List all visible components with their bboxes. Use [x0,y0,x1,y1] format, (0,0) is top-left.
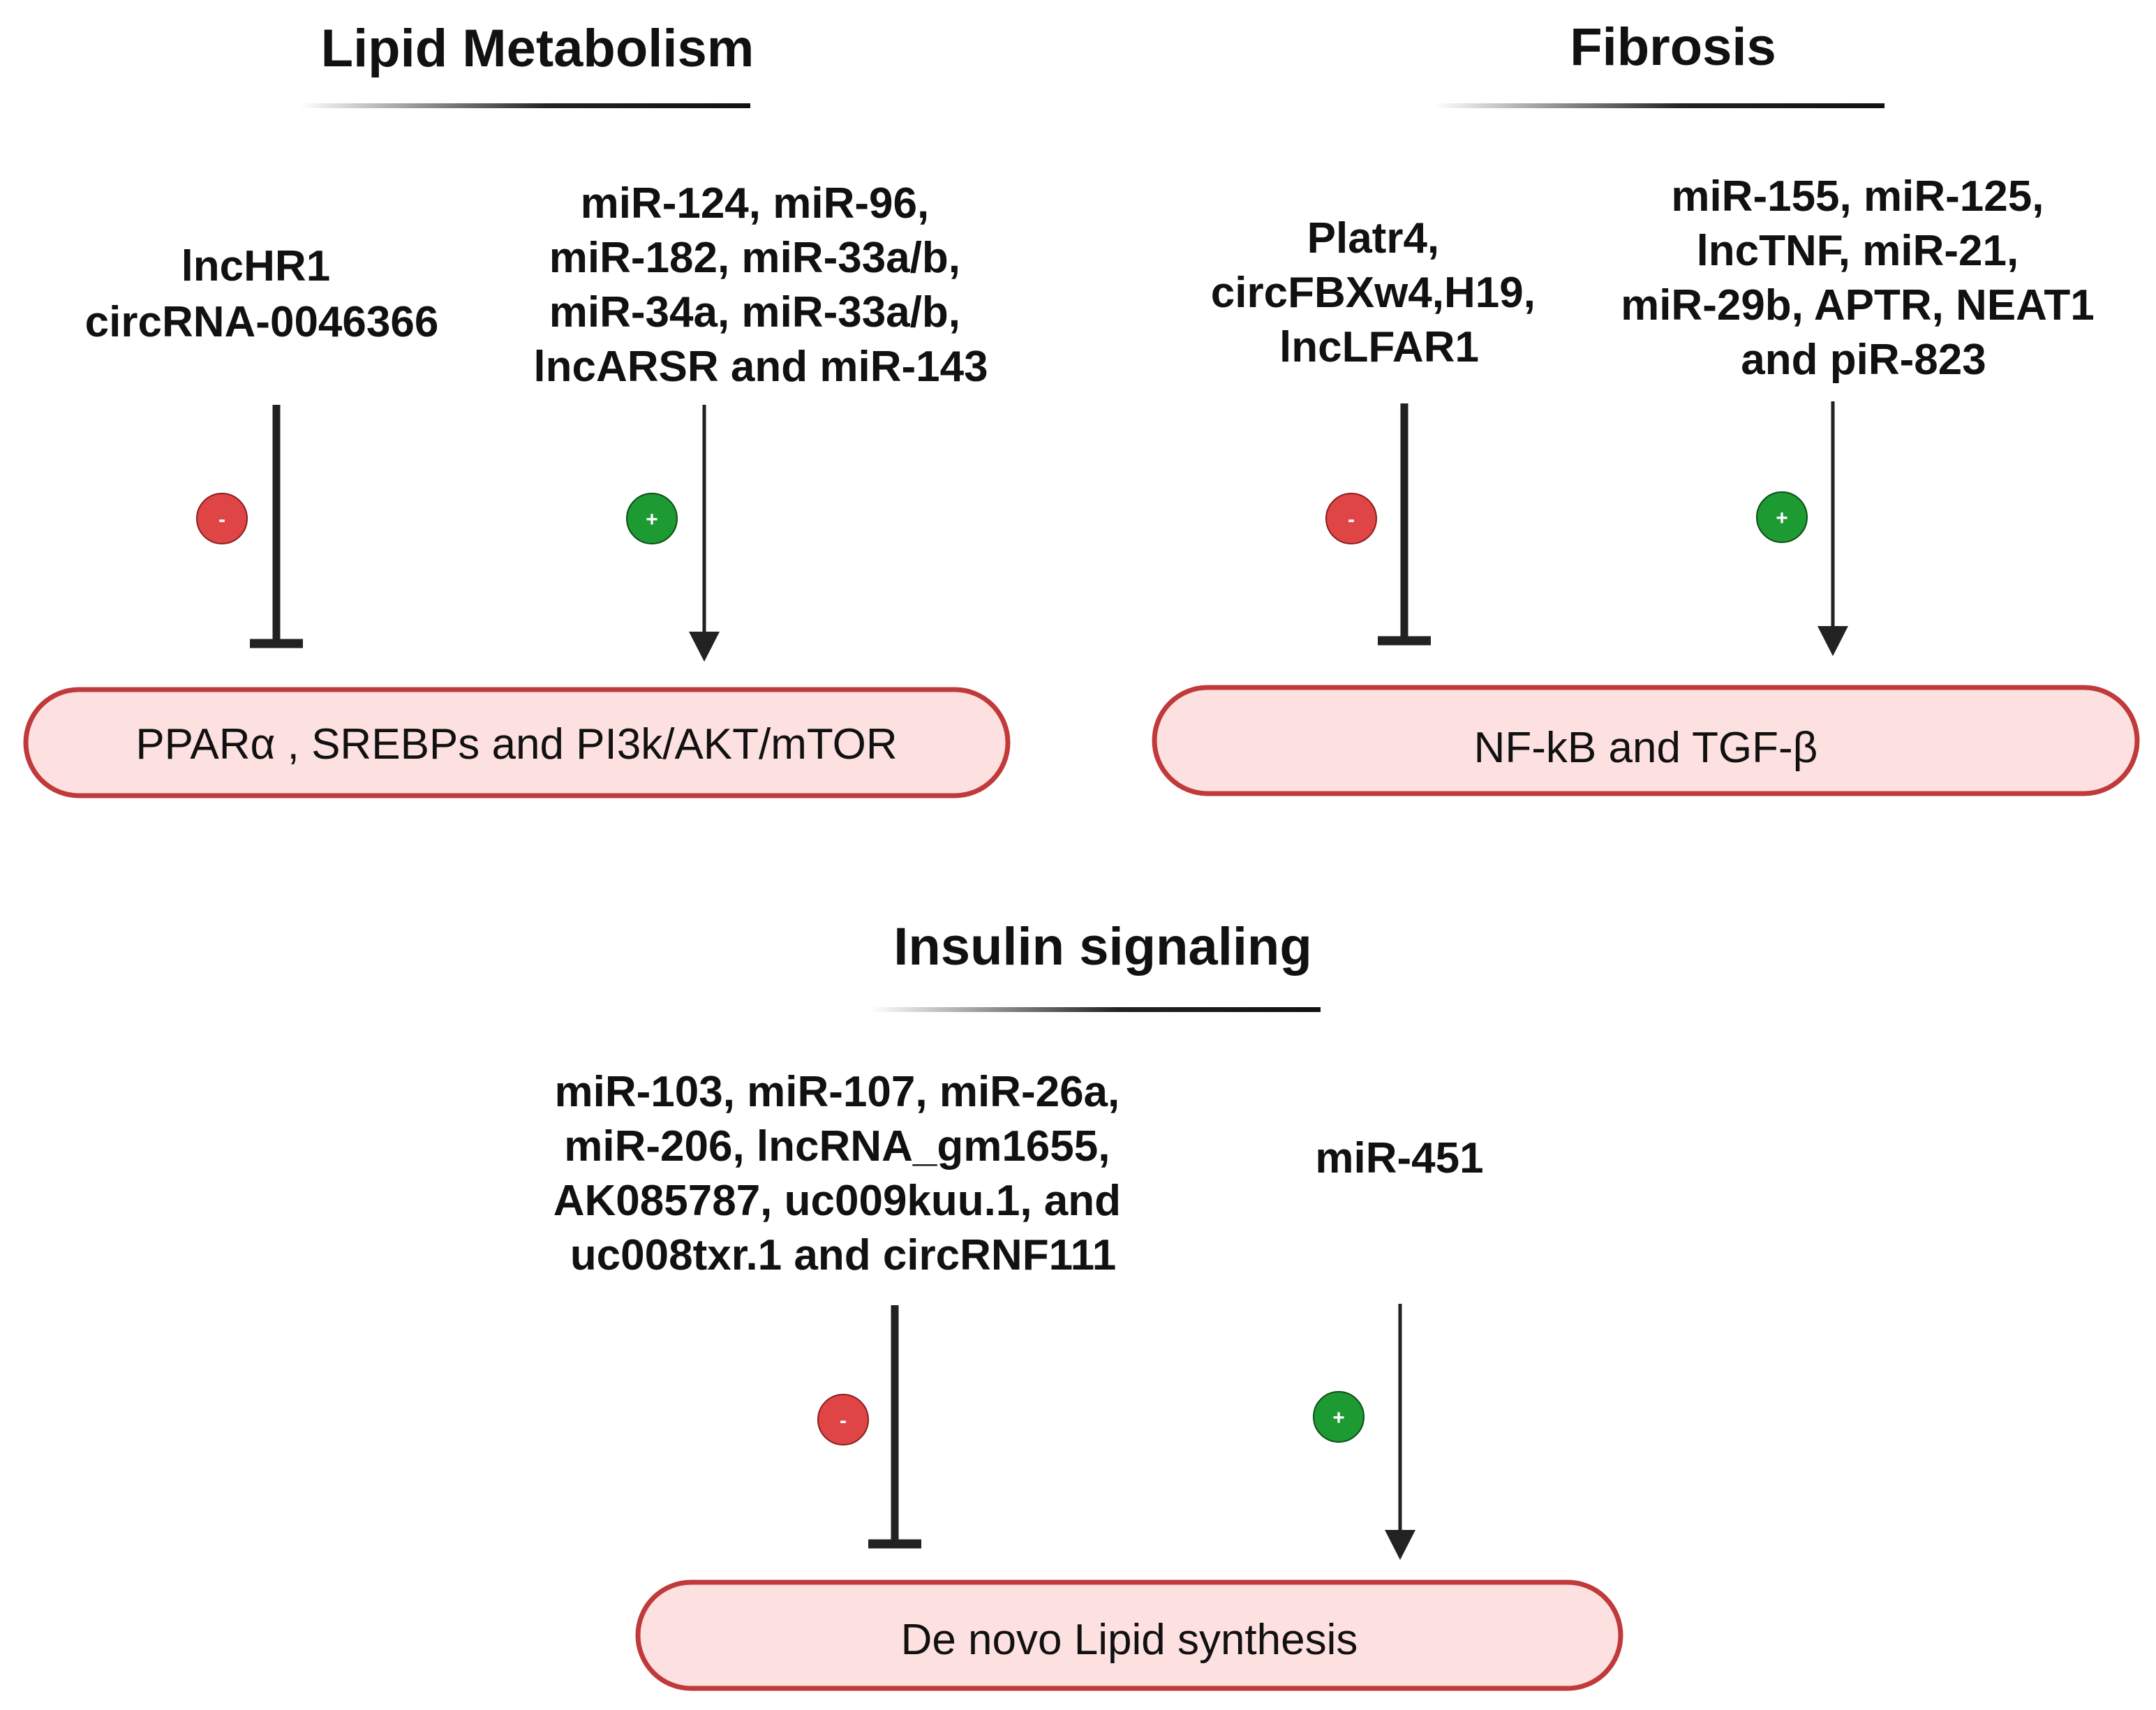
inhibitor-line: uc008txr.1 and circRNF111 [570,1231,1116,1279]
activator-line: and piR-823 [1741,336,1986,384]
activator-line: miR-451 [1315,1134,1483,1182]
target-box [635,1579,1623,1691]
activator-list: miR-451 [1315,1134,1483,1182]
panel-title: Fibrosis [1570,17,1776,77]
target-box [23,687,1011,798]
activate-sign: + [646,508,658,531]
activation-arrowhead [1385,1530,1415,1560]
panel-fibrosis: Fibrosis Platr4, circFBXw4,H19, lncLFAR1… [1152,17,2140,796]
activate-sign-circle [1756,491,1808,543]
panel-lipid-metabolism: Lipid Metabolism lncHR1 circRNA-0046366 … [23,19,1011,798]
panel-insulin-signaling: Insulin signaling miR-103, miR-107, miR-… [553,917,1623,1691]
inhibit-sign-circle [817,1394,869,1445]
panel-title: Insulin signaling [893,917,1312,976]
panel-title: Lipid Metabolism [321,19,754,78]
activate-sign: + [1332,1406,1345,1429]
title-underline [870,1007,1321,1012]
inhibit-sign-circle [1325,493,1377,544]
inhibitor-line: lncHR1 [181,242,331,290]
target-label: PPARα , SREBPs and PI3k/AKT/mTOR [135,720,897,768]
activator-line: miR-34a, miR-33a/b, [549,288,960,336]
activate-sign-circle [1313,1391,1365,1443]
activator-line: lncTNF, miR-21, [1697,227,2019,275]
inhibit-sign-circle [196,493,248,544]
inhibitor-line: Platr4, [1307,214,1440,262]
activate-sign-circle [626,493,678,544]
activator-line: lncARSR and miR-143 [533,343,988,391]
inhibitor-line: lncLFAR1 [1279,323,1479,371]
activator-line: miR-155, miR-125, [1671,172,2044,221]
activation-arrowhead [1817,626,1848,656]
inhibit-sign: - [840,1409,847,1432]
inhibit-sign: - [218,508,225,531]
inhibitor-list: miR-103, miR-107, miR-26a, miR-206, lncR… [553,1068,1133,1279]
target-label: De novo Lipid synthesis [901,1616,1358,1664]
target-label: NF-kB and TGF-β [1474,724,1818,772]
activation-arrowhead [689,632,720,662]
activator-list: miR-124, miR-96, miR-182, miR-33a/b, miR… [533,179,988,391]
inhibitor-line: miR-103, miR-107, miR-26a, [554,1068,1120,1116]
inhibitor-list: Platr4, circFBXw4,H19, lncLFAR1 [1211,214,1547,371]
activator-list: miR-155, miR-125, lncTNF, miR-21, miR-29… [1621,172,2106,384]
inhibit-sign: - [1348,508,1355,531]
title-underline [1434,103,1884,108]
activator-line: miR-182, miR-33a/b, [549,234,960,282]
inhibitor-list: lncHR1 circRNA-0046366 [85,242,439,346]
activate-sign: + [1776,507,1788,530]
inhibitor-line: circRNA-0046366 [85,298,439,346]
inhibitor-line: miR-206, lncRNA_gm1655, [564,1122,1110,1170]
activator-line: miR-124, miR-96, [581,179,930,228]
target-box [1152,685,2140,796]
inhibitor-line: circFBXw4,H19, [1211,269,1536,317]
activator-line: miR-29b, APTR, NEAT1 [1621,281,2095,329]
inhibitor-line: AK085787, uc009kuu.1, and [553,1177,1121,1225]
title-underline [300,103,750,108]
